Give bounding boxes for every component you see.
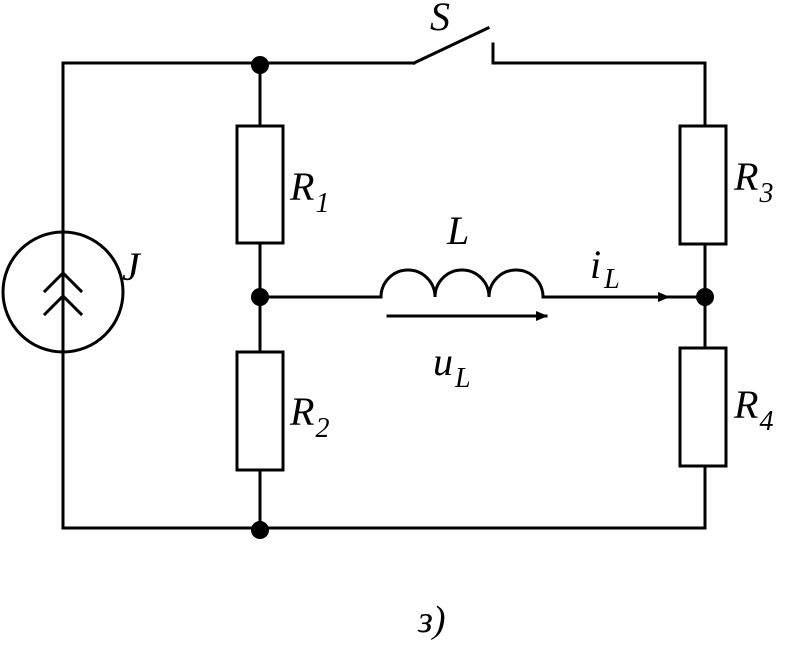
- inductor-coil: [379, 268, 545, 299]
- label-r3-sub: 3: [758, 178, 773, 209]
- label-l: L: [446, 208, 469, 253]
- node-top: [251, 56, 269, 74]
- label-r2: R2: [289, 389, 329, 444]
- wire-top-right: [491, 42, 707, 128]
- label-ul: uL: [433, 339, 471, 394]
- switch-blade: [412, 26, 490, 65]
- label-r1-sub: 1: [315, 188, 329, 219]
- label-s: S: [430, 0, 450, 39]
- label-ul-base: u: [433, 339, 453, 384]
- label-r4-base: R: [733, 382, 758, 427]
- label-r1-base: R: [289, 164, 314, 209]
- label-il-base: i: [590, 242, 601, 287]
- wire-left-top: [61, 61, 262, 234]
- figure-caption: з): [417, 599, 445, 641]
- node-middle-right: [696, 288, 714, 306]
- wire-left-bottom: [61, 350, 262, 530]
- label-r3-base: R: [733, 154, 758, 199]
- label-il-sub: L: [603, 264, 620, 295]
- label-j: J: [122, 244, 142, 289]
- label-r3: R3: [733, 154, 773, 209]
- label-r4: R4: [733, 382, 773, 437]
- node-middle-left: [251, 288, 269, 306]
- label-r2-sub: 2: [315, 413, 329, 444]
- label-ul-sub: L: [454, 363, 471, 394]
- resistor-r1: [235, 124, 285, 245]
- node-bottom: [251, 521, 269, 539]
- current-source-chevron-lower: [42, 293, 84, 317]
- current-source-chevron-upper: [42, 270, 84, 294]
- resistor-r4: [678, 346, 728, 468]
- resistor-r3: [678, 124, 728, 246]
- label-r1: R1: [289, 164, 329, 219]
- resistor-r2: [235, 350, 285, 472]
- wire-bottom: [258, 464, 707, 530]
- label-r4-sub: 4: [759, 406, 773, 437]
- label-r2-base: R: [289, 389, 314, 434]
